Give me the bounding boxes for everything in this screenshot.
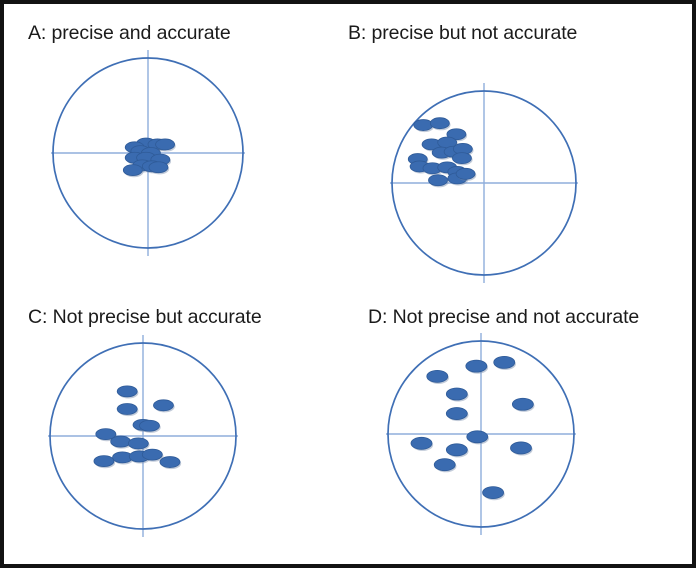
data-point [413,119,434,131]
data-point [465,359,488,373]
data-point [511,397,534,411]
data-point [93,455,115,468]
data-point [445,443,468,457]
data-point [445,407,468,420]
data-point [510,441,532,455]
data-point [116,385,138,398]
data-point [110,435,132,448]
data-point [445,387,468,401]
data-point [139,419,160,432]
data-point [159,456,181,468]
data-point [116,403,138,415]
data-point [122,164,143,177]
panel-c-target [48,335,238,537]
panel-a-title: A: precise and accurate [28,22,231,44]
data-point [153,399,174,412]
data-point [466,430,489,444]
panel-d-title: D: Not precise and not accurate [368,306,640,328]
data-point [95,428,117,441]
data-point [446,128,467,141]
data-point [452,152,472,165]
data-point [482,486,504,499]
data-point [433,458,456,472]
target-circle [391,90,577,276]
panel-b-title: B: precise but not accurate [348,22,578,44]
data-point [148,161,169,174]
data-point [155,138,176,151]
target-circle [49,342,237,530]
target-circle [52,57,244,249]
panel-a-target [51,50,245,256]
data-point [455,167,476,180]
panel-c-title: C: Not precise but accurate [28,306,262,328]
data-point [426,369,449,383]
data-point [141,448,163,461]
panel-d-target [386,333,576,535]
data-point [428,174,448,187]
panel-b-target [390,83,578,283]
data-point [410,436,433,450]
data-point [429,117,450,130]
data-point [127,437,149,450]
data-point [493,355,516,369]
target-circle [387,340,575,528]
